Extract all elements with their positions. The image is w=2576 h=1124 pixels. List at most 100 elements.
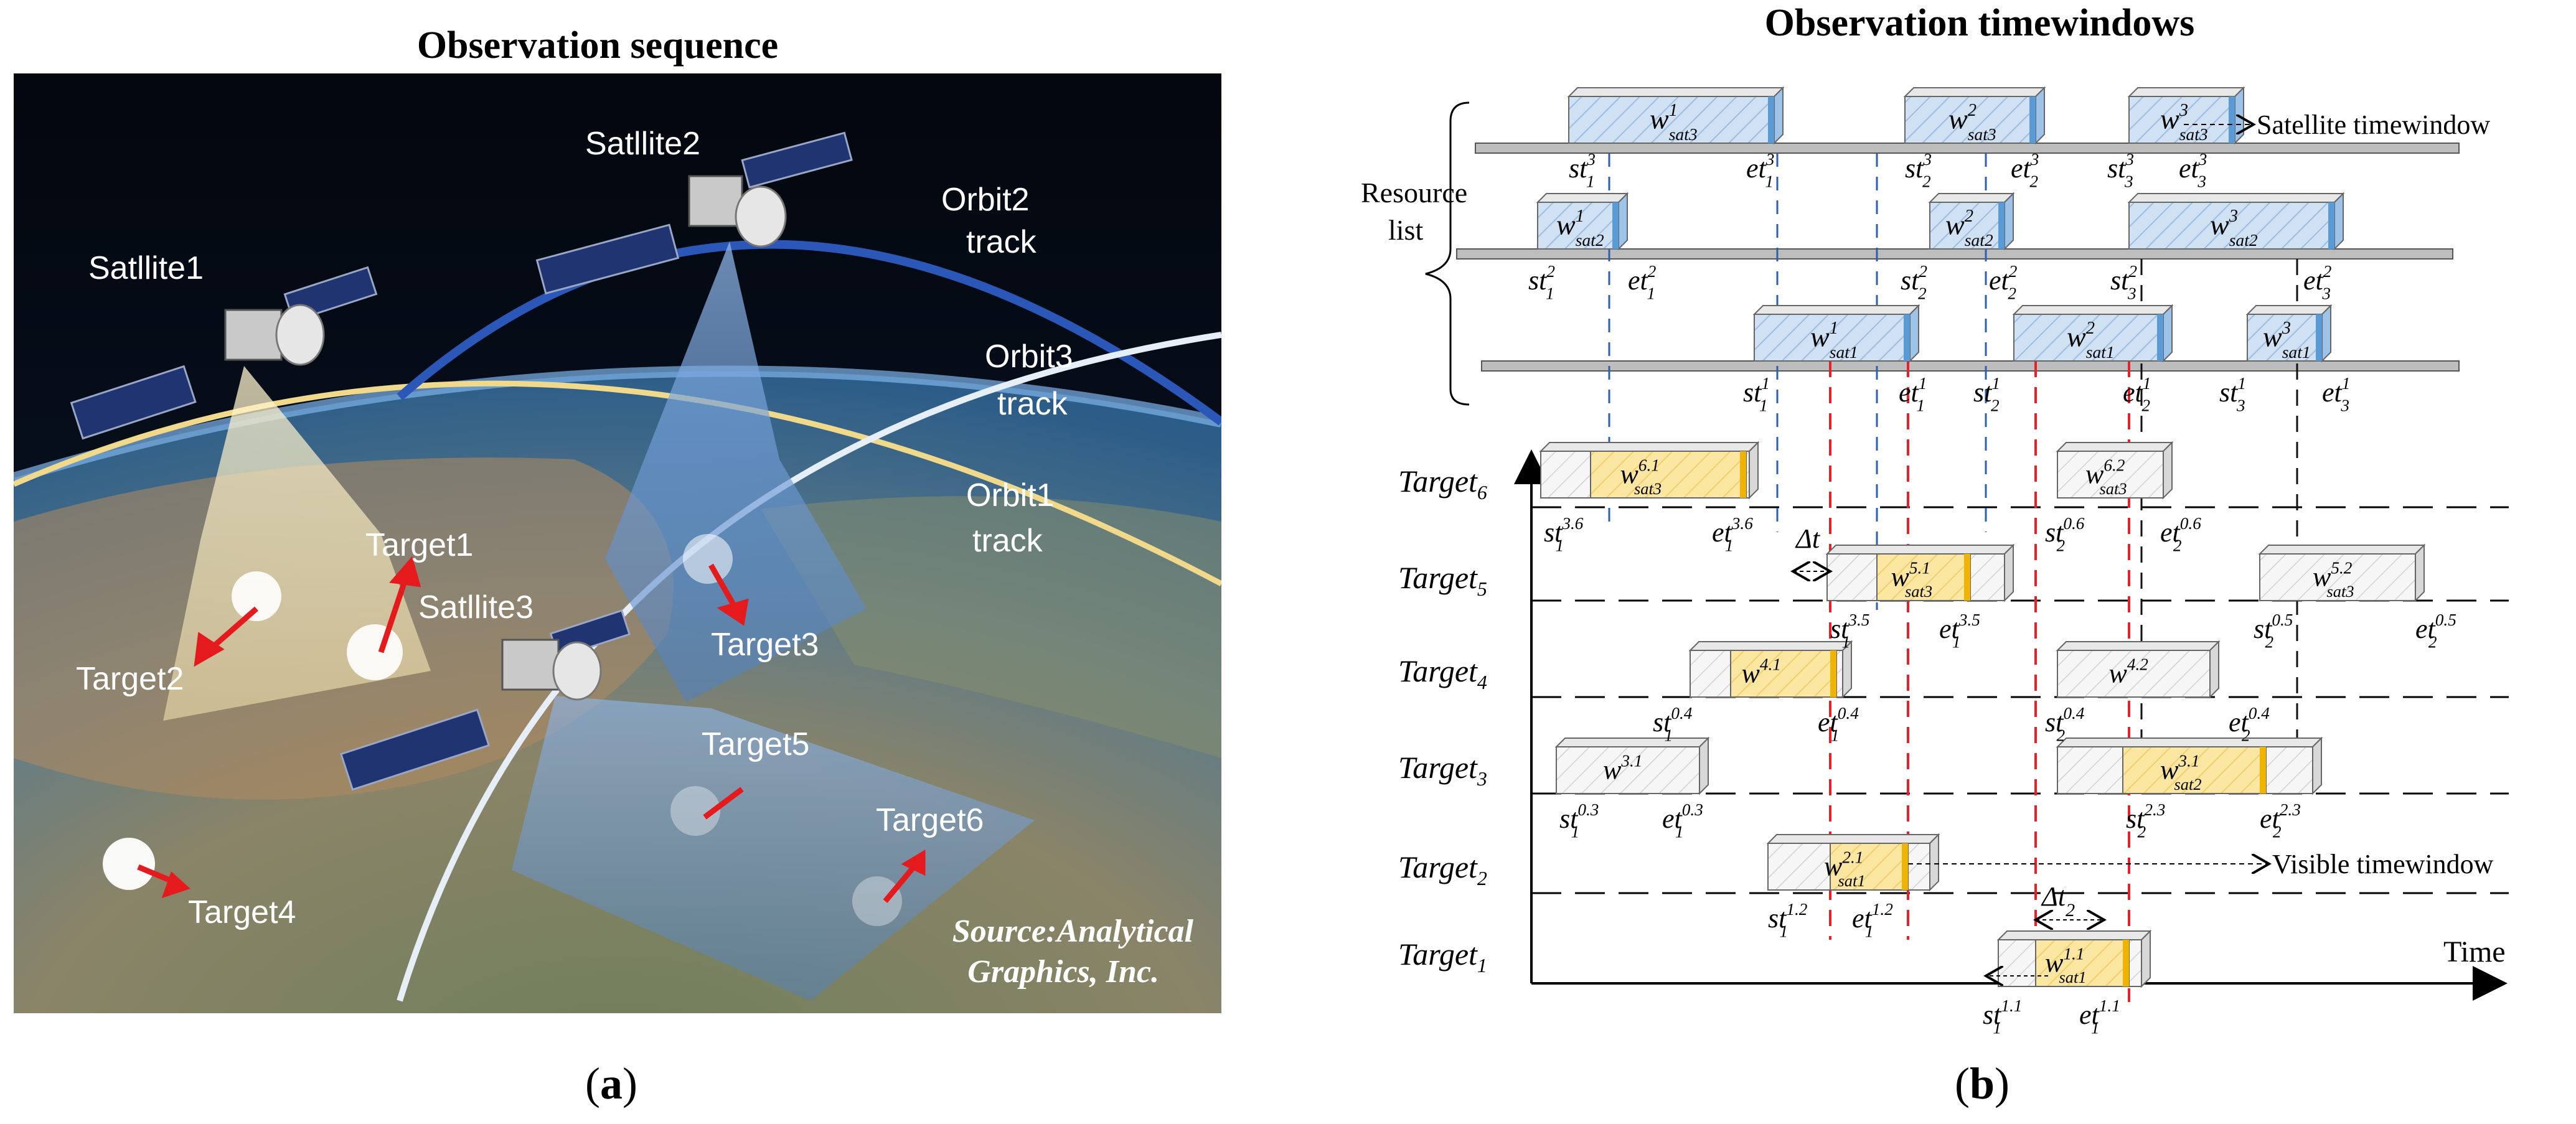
orbit1-track xyxy=(14,380,1221,586)
satellite2-footprint xyxy=(605,241,867,702)
target2-label: Target2 xyxy=(76,661,184,697)
selected-observation-segment xyxy=(1876,553,1971,601)
target4-label: Target4 xyxy=(188,894,296,930)
panel-a-caption: (a) xyxy=(585,1059,637,1108)
target-row-label: Target2 xyxy=(1398,850,1487,889)
satellite1-label: Satllite1 xyxy=(88,250,204,286)
selected-segment-edge xyxy=(2260,747,2266,794)
delta-t2-label: Δt2 xyxy=(2041,881,2075,920)
target5-label: Target5 xyxy=(702,726,809,762)
orbit2-label-line2: track xyxy=(966,224,1037,260)
satellite3-icon xyxy=(340,609,631,791)
panel-b-caption: (b) xyxy=(1955,1059,2010,1108)
satellite-timewindow xyxy=(1752,304,1920,363)
selected-observation-segment xyxy=(1590,451,1747,499)
satellite3-label: Satllite3 xyxy=(418,589,534,625)
orbit3-label-line1: Orbit3 xyxy=(985,339,1073,375)
satellite-timewindow xyxy=(2127,192,2345,251)
orbit2-track xyxy=(397,240,1221,426)
visible-timewindow xyxy=(2258,543,2426,602)
satellite-timewindow xyxy=(2012,304,2174,363)
satellite-timewindow xyxy=(1567,86,1785,145)
satellite-timewindow xyxy=(2127,86,2245,145)
visible-timewindow xyxy=(2056,640,2221,699)
timewindow-diagram: Resource list Time Target6Target5Target4… xyxy=(1361,86,2509,1037)
satellite-timewindow xyxy=(1928,192,2015,251)
target-row-label: Target6 xyxy=(1398,464,1487,503)
visible-timewindow-label: Visible timewindow xyxy=(2272,849,2494,879)
target-row-label: Target4 xyxy=(1398,653,1487,693)
target-row-label: Target1 xyxy=(1398,937,1487,976)
selected-segment-edge xyxy=(1964,554,1970,601)
target6-label: Target6 xyxy=(876,802,984,838)
target-row-labels: Target6Target5Target4Target3Target2Targe… xyxy=(1398,464,1487,976)
atmosphere-glow xyxy=(14,365,1221,484)
resource-list-label-line1: Resource xyxy=(1361,177,1467,208)
panel-a-title: Observation sequence xyxy=(416,24,779,67)
selected-observation-segment xyxy=(2035,939,2130,987)
visible-timewindow-label: w4.1 xyxy=(1742,655,1781,689)
orbit1-label-line1: Orbit1 xyxy=(966,477,1055,513)
satellite-timewindow xyxy=(2245,304,2333,363)
target-markers xyxy=(103,534,926,926)
satellite-scene: Satllite1 Satllite2 Satllite3 Orbit2 tra… xyxy=(14,73,1221,1013)
resource-list-brace xyxy=(1425,101,1470,406)
target1-label: Target1 xyxy=(365,527,473,563)
satellite1-resource-bar xyxy=(1481,360,2460,372)
resource-list-label-line2: list xyxy=(1388,214,1423,246)
satellite-timewindow xyxy=(1536,192,1629,251)
target-row-label: Target3 xyxy=(1398,750,1487,790)
satellite-timewindow xyxy=(1903,86,2046,145)
orbit3-label-line2: track xyxy=(997,386,1068,422)
satellite3-footprint xyxy=(512,696,1035,1001)
target-row-lines xyxy=(1531,506,2509,894)
visible-timewindow xyxy=(2056,441,2174,500)
orbit1-label-line2: track xyxy=(972,523,1043,559)
orbit2-label-line1: Orbit2 xyxy=(941,182,1030,218)
selected-observation-segment xyxy=(1730,650,1837,698)
satellite2-icon xyxy=(535,131,853,295)
target3-label: Target3 xyxy=(711,627,819,663)
source-credit-line1: Source:Analytical xyxy=(952,914,1194,949)
